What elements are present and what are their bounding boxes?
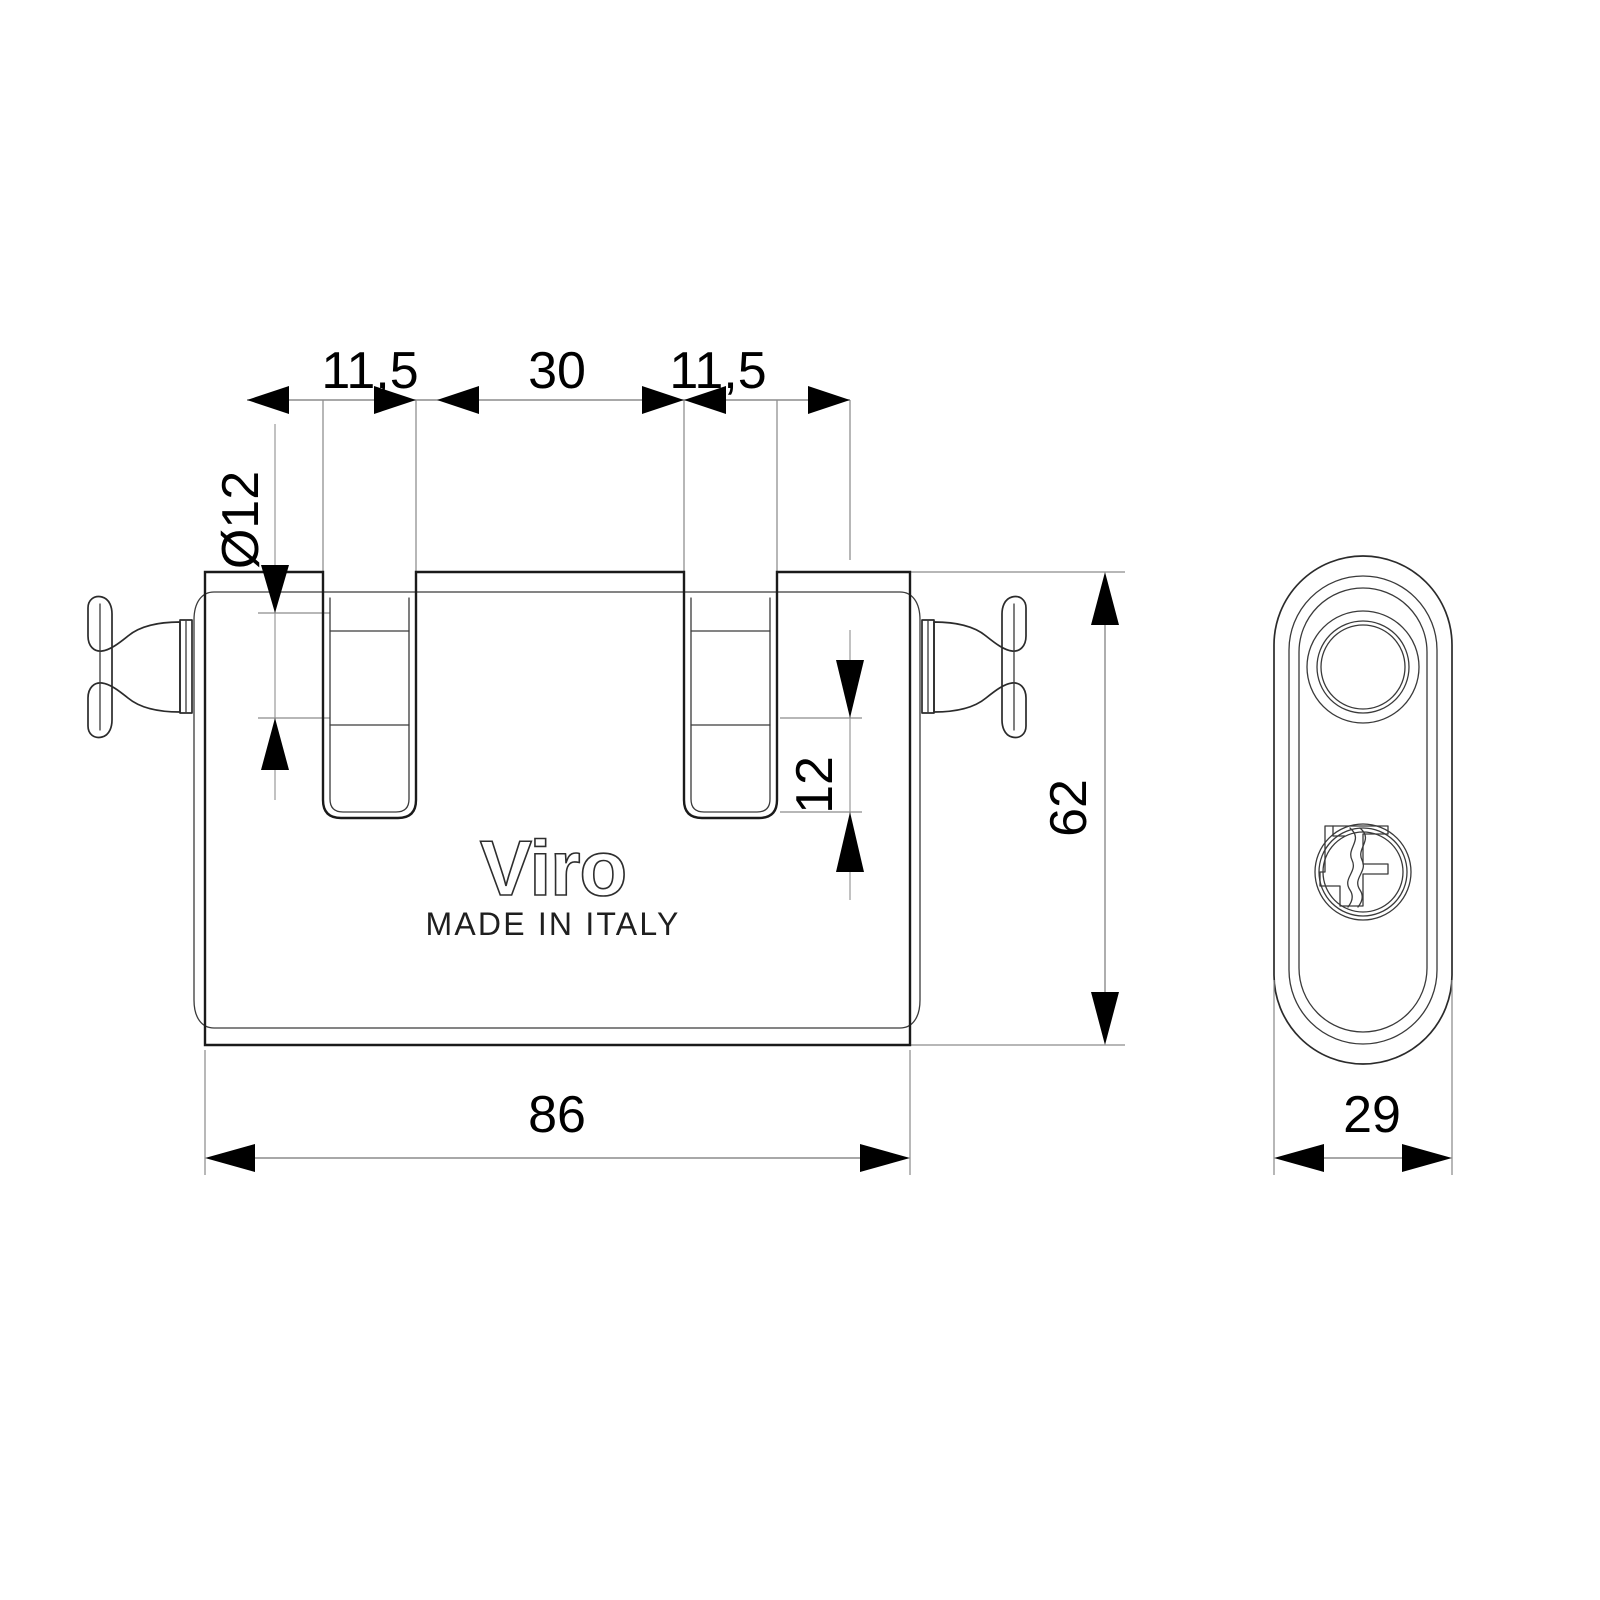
side-inner-contour [1288,575,1438,1045]
side-inner-contour-2 [1298,587,1428,1033]
arrow-86-right [860,1144,910,1172]
knob-ring-inner [1320,624,1406,710]
knob-ring-outer [1306,610,1420,724]
made-in-italy-text: MADE IN ITALY [425,906,680,942]
side-view-dimensions: 29 [1273,980,1453,1175]
front-view-dimensions: 11,5 30 11,5 Ø12 12 62 86 [205,342,1119,1172]
dim-label-11-5-right: 11,5 [669,342,766,400]
knob-ring-middle [1316,620,1410,714]
keyway-ward-wave [1347,827,1357,908]
left-knob-profile [87,595,181,739]
front-view-extension-lines [204,399,1125,1175]
arrow-11-5-right-outer [808,386,850,414]
arrow-12-top [836,660,864,718]
padlock-body [193,570,921,1047]
arrow-86-left [205,1144,255,1172]
arrow-29-right [1402,1144,1452,1172]
slot-left [329,597,410,813]
slot-right [690,597,771,813]
dim-label-86: 86 [528,1086,586,1144]
left-knob [87,595,193,739]
arrow-11-5-right-inner [684,386,726,414]
keyway-outer-circle-2 [1318,827,1408,917]
slot-left-inner-edge [329,597,410,813]
body-outline [203,570,912,1047]
body-inner-contour [193,591,921,1029]
right-knob-profile [933,595,1027,739]
keyway-group [1314,823,1412,921]
dim-label-11-5-left: 11,5 [321,342,418,400]
dim-label-62: 62 [1040,779,1098,837]
side-outer-contour [1273,555,1453,1065]
keyway-ward-wave-2 [1357,827,1367,908]
brand-logo-text: Viro [480,824,626,912]
slot-right-inner-edge [690,597,771,813]
keyway-profile-outline [1319,825,1389,907]
arrow-29-left [1274,1144,1324,1172]
right-knob [921,595,1027,739]
front-view-part: Viro MADE IN ITALY [87,570,1027,1047]
arrow-11-5-left-inner [374,386,416,414]
dim-label-dia-12: Ø12 [212,471,270,569]
arrow-30-left [437,386,479,414]
side-view-part [1273,555,1453,1065]
arrow-62-top [1091,572,1119,625]
arrow-dia-12-top [261,565,289,613]
logo-group: Viro MADE IN ITALY [425,823,680,942]
dim-label-29: 29 [1343,1086,1401,1144]
arrow-dia-12-bottom [261,718,289,770]
arrow-12-bottom [836,812,864,872]
dim-label-12: 12 [786,756,844,814]
arrow-62-bottom [1091,992,1119,1045]
arrow-11-5-left-outer [247,386,289,414]
keyway-outer-circle [1314,823,1412,921]
dim-label-30: 30 [528,342,586,400]
arrow-30-right [642,386,684,414]
